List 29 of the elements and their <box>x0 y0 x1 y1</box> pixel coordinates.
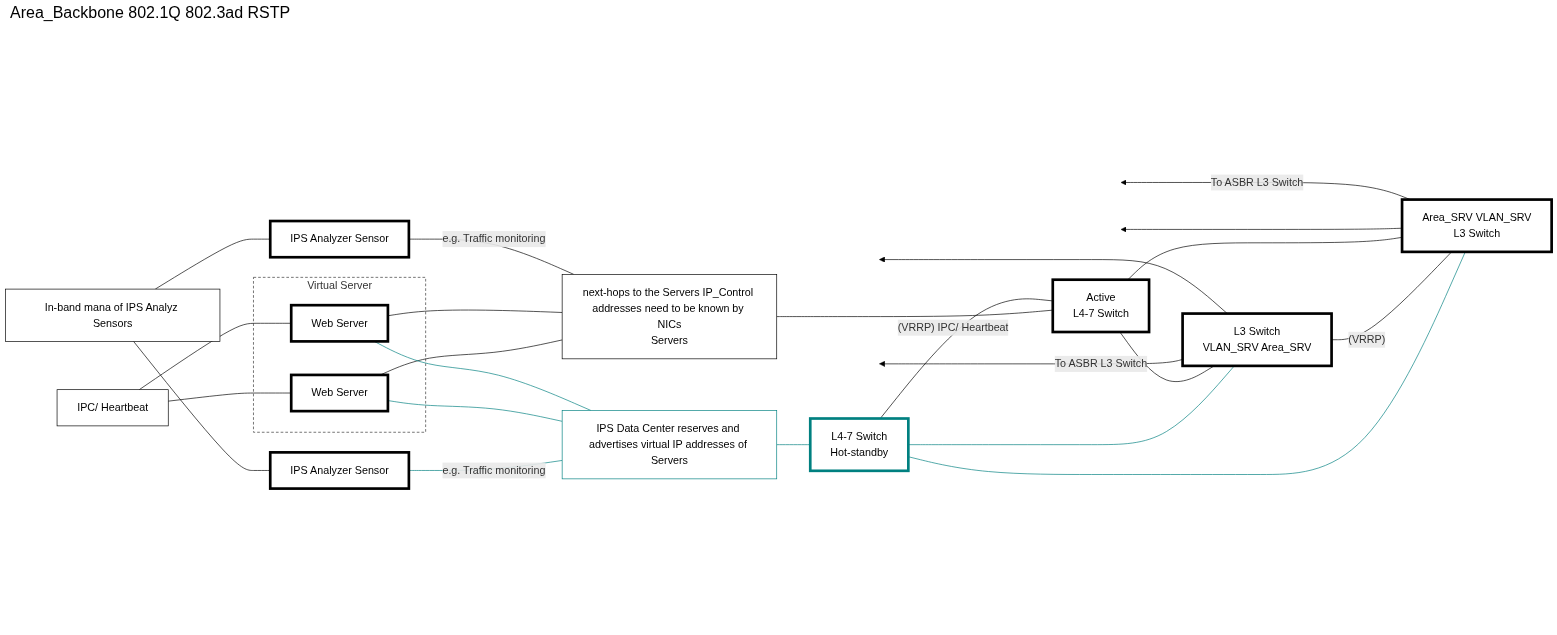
edge-label: To ASBR L3 Switch <box>1054 357 1148 370</box>
node-box: next-hops to the Servers IP_Control addresses need to be known by NICs Servers <box>561 274 778 360</box>
connector <box>908 251 1466 475</box>
node-box: IPS Analyzer Sensor <box>268 219 411 259</box>
edge-label: e.g. Traffic monitoring <box>442 464 546 476</box>
node-box: Web Server <box>289 373 390 413</box>
node-box: In-band mana of IPS Analyz Sensors <box>5 288 221 342</box>
node-box: IPC/ Heartbeat <box>56 389 169 427</box>
connector <box>1331 251 1452 341</box>
edge-label: To ASBR L3 Switch <box>1210 176 1304 188</box>
connector <box>138 322 292 390</box>
connector <box>154 238 271 290</box>
connector <box>133 341 271 471</box>
node-box: IPS Data Center reserves and advertises virtual IP addresses of Servers <box>561 410 778 480</box>
edge-label: (VRRP) IPC/ Heartbeat <box>897 321 1009 334</box>
connector <box>908 365 1235 445</box>
edge-label: e.g. Traffic monitoring <box>442 233 546 245</box>
node-box: L4-7 Switch Hot-standby <box>808 417 910 473</box>
edge-label: (VRRP) <box>1348 333 1386 346</box>
connector <box>387 309 563 317</box>
node-box: IPS Analyzer Sensor <box>268 451 411 490</box>
node-box: Area_SRV VLAN_SRV L3 Switch <box>1400 198 1553 254</box>
node-box: L3 Switch VLAN_SRV Area_SRV <box>1181 312 1333 368</box>
node-box: Active L4-7 Switch <box>1051 278 1151 334</box>
note-text: Area_Backbone 802.1Q 802.3ad RSTP <box>10 4 292 22</box>
connector <box>167 392 292 402</box>
connector <box>387 400 563 422</box>
connector <box>776 444 811 445</box>
node-box: Web Server <box>289 303 390 343</box>
